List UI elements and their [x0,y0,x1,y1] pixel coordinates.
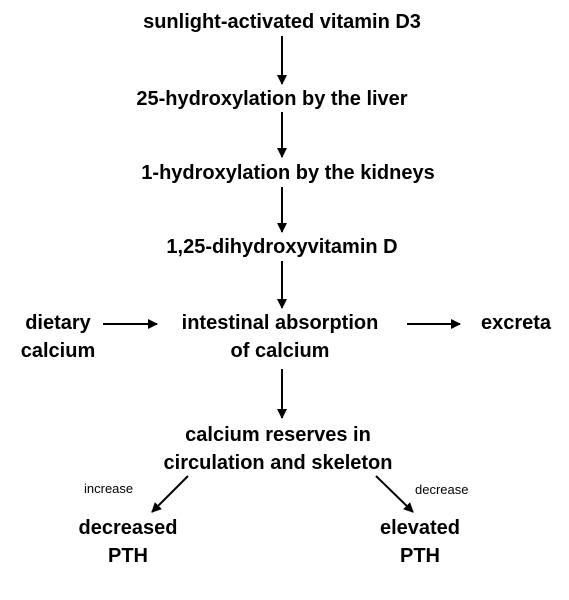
node-calcium-reserves: calcium reserves in circulation and skel… [128,421,428,477]
node-decreased-pth-line1: decreased [78,517,178,539]
node-liver-hydroxylation: 25-hydroxylation by the liver [136,88,408,110]
node-dihydroxyvitamin-d: 1,25-dihydroxyvitamin D [166,236,398,258]
node-excreta: excreta [480,312,552,334]
node-dietary-calcium: dietary calcium [6,309,110,365]
node-kidney-hydroxylation: 1-hydroxylation by the kidneys [141,162,435,184]
node-intestinal-absorption: intestinal absorption of calcium [152,309,408,365]
node-elevated-pth-line1: elevated [379,517,461,539]
node-dietary-calcium-line1: dietary [25,312,91,334]
node-decreased-pth-line2: PTH [108,545,148,567]
node-intestinal-absorption-line2: of calcium [230,340,330,362]
edge-label-decrease: decrease [415,482,469,497]
node-vitamin-d3: sunlight-activated vitamin D3 [143,11,421,33]
arrow-reserves-to-decreased [151,475,189,513]
node-calcium-reserves-line2: circulation and skeleton [163,452,393,474]
node-elevated-pth-line2: PTH [400,545,440,567]
node-intestinal-absorption-line1: intestinal absorption [181,312,379,334]
node-decreased-pth: decreased PTH [58,514,198,570]
edge-label-increase: increase [84,481,134,496]
node-dietary-calcium-line2: calcium [20,340,96,362]
arrow-reserves-to-elevated [375,475,414,513]
node-calcium-reserves-line1: calcium reserves in [185,424,371,446]
node-elevated-pth: elevated PTH [358,514,482,570]
